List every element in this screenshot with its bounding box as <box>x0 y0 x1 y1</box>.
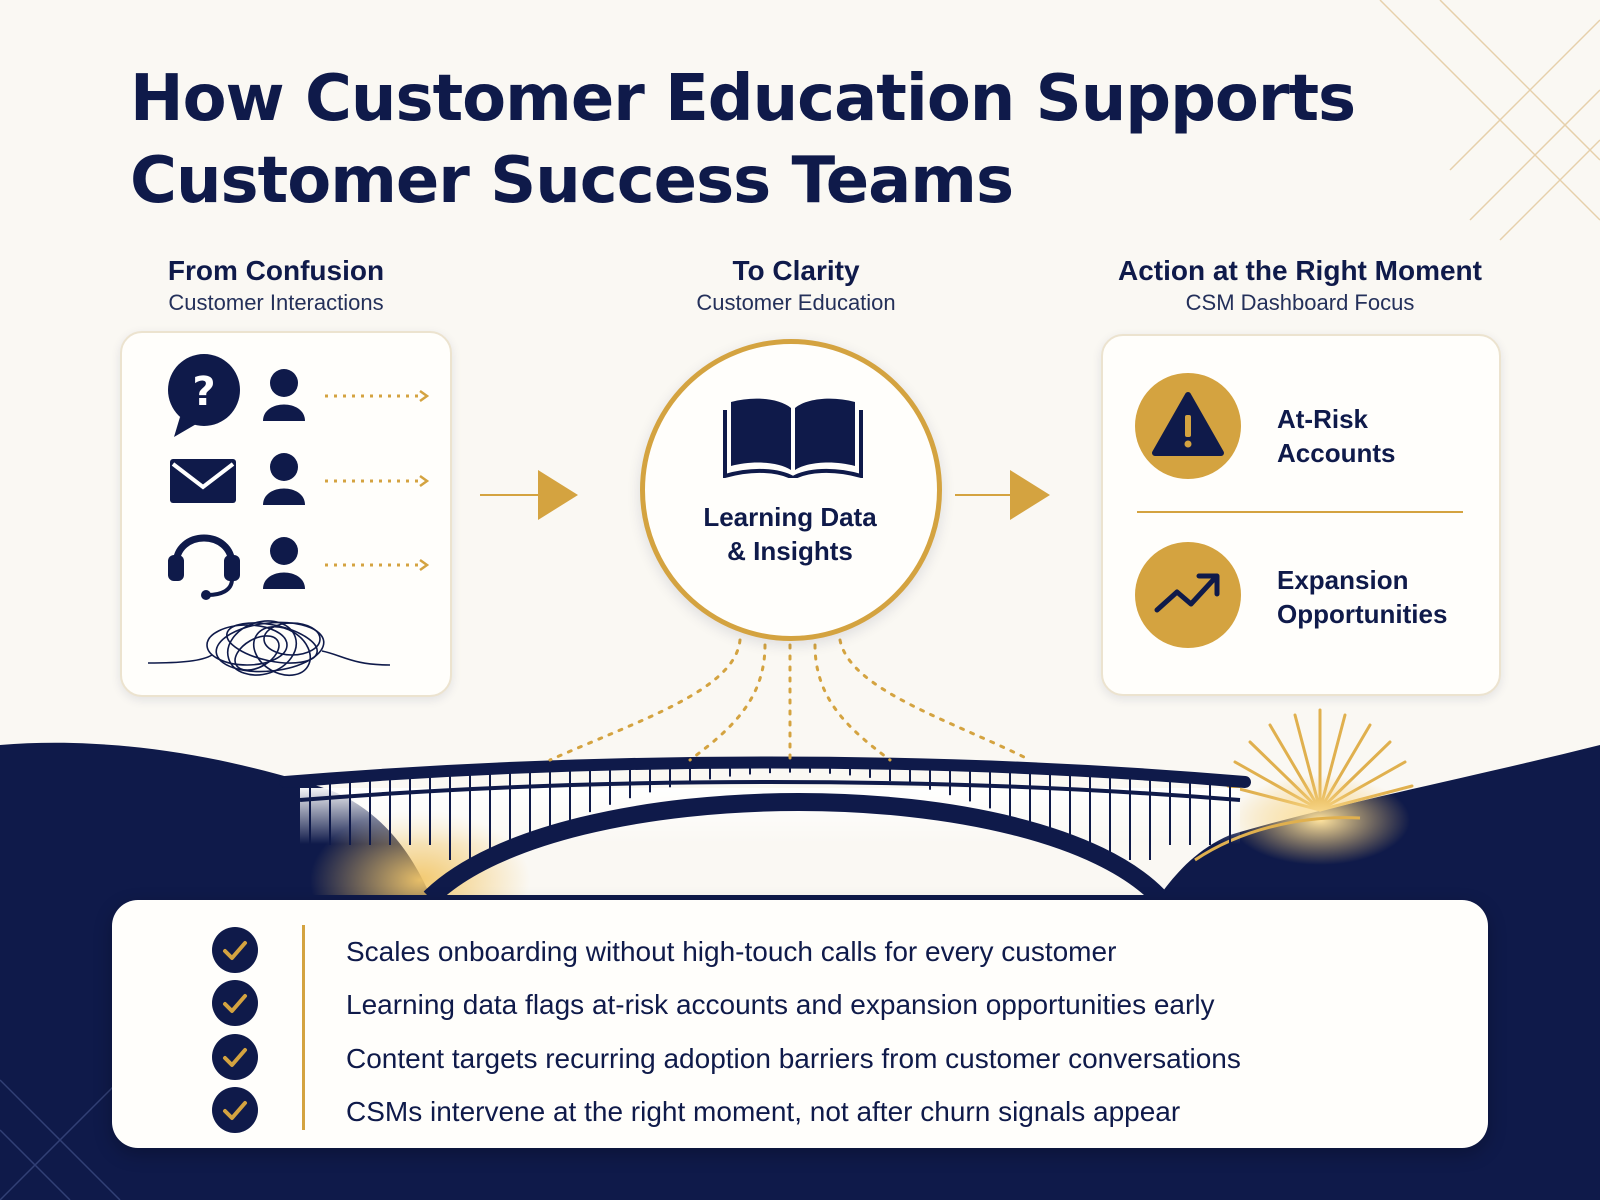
trend-up-arrow-icon <box>1154 573 1220 613</box>
focus-line-1: At-Risk <box>1277 404 1369 434</box>
check-icon <box>212 1087 258 1133</box>
hub-label-line-1: Learning Data <box>703 502 877 532</box>
bridge-icon <box>279 756 1251 905</box>
focus-line-2: Opportunities <box>1277 599 1448 629</box>
check-icon <box>212 1034 258 1080</box>
benefit-item: Learning data flags at-risk accounts and… <box>346 989 1215 1020</box>
column-title: From Confusion <box>167 255 385 286</box>
focus-line-1: Expansion <box>1277 565 1409 595</box>
benefit-item: Scales onboarding without high-touch cal… <box>346 936 1117 967</box>
hub-connectors <box>548 638 1032 762</box>
person-icon <box>263 369 305 421</box>
column-heading-confusion: From Confusion Customer Interactions <box>126 254 426 318</box>
svg-text:?: ? <box>192 369 215 415</box>
benefits-divider <box>302 925 305 1130</box>
benefit-item: Content targets recurring adoption barri… <box>346 1043 1241 1074</box>
learning-hub-circle <box>640 339 942 641</box>
open-book-icon <box>723 398 863 478</box>
focus-item-at-risk: At-Risk Accounts <box>1277 402 1395 470</box>
csm-focus-card: At-Risk Accounts Expansion Opportunities <box>1101 334 1501 696</box>
column-title: To Clarity <box>732 255 860 286</box>
benefit-item: CSMs intervene at the right moment, not … <box>346 1096 1181 1127</box>
column-heading-clarity: To Clarity Customer Education <box>646 254 946 318</box>
tangled-line-icon <box>147 620 391 677</box>
corner-lines-top-right <box>1379 0 1600 241</box>
column-heading-action: Action at the Right Moment CSM Dashboard… <box>1075 254 1525 318</box>
person-icon <box>263 537 305 589</box>
benefits-panel <box>112 900 1488 1148</box>
headset-icon <box>168 534 240 600</box>
customer-interactions-card: ? <box>120 331 452 697</box>
flow-arrow-left <box>480 470 578 520</box>
column-subtitle: Customer Education <box>696 290 896 315</box>
page-title-line-1: How Customer Education Supports <box>130 62 1356 136</box>
focus-line-2: Accounts <box>1277 438 1396 468</box>
flow-arrow-right <box>955 470 1050 520</box>
question-bubble-icon: ? <box>168 354 240 437</box>
page-title-line-2: Customer Success Teams <box>130 144 1014 218</box>
focus-item-expansion: Expansion Opportunities <box>1277 563 1447 631</box>
hub-label-line-2: & Insights <box>727 536 853 566</box>
column-subtitle: Customer Interactions <box>168 290 384 315</box>
column-subtitle: CSM Dashboard Focus <box>1185 290 1415 315</box>
check-icon <box>212 980 258 1026</box>
check-icon <box>212 927 258 973</box>
hub-label: Learning Data & Insights <box>680 500 900 568</box>
page-title: How Customer Education Supports Customer… <box>130 58 1356 222</box>
person-icon <box>263 453 305 505</box>
column-title: Action at the Right Moment <box>1118 255 1482 286</box>
at-risk-badge <box>1135 373 1241 479</box>
warning-triangle-icon <box>1152 392 1224 456</box>
focus-divider <box>1137 511 1463 513</box>
envelope-icon <box>170 459 236 503</box>
expansion-badge <box>1135 542 1241 648</box>
